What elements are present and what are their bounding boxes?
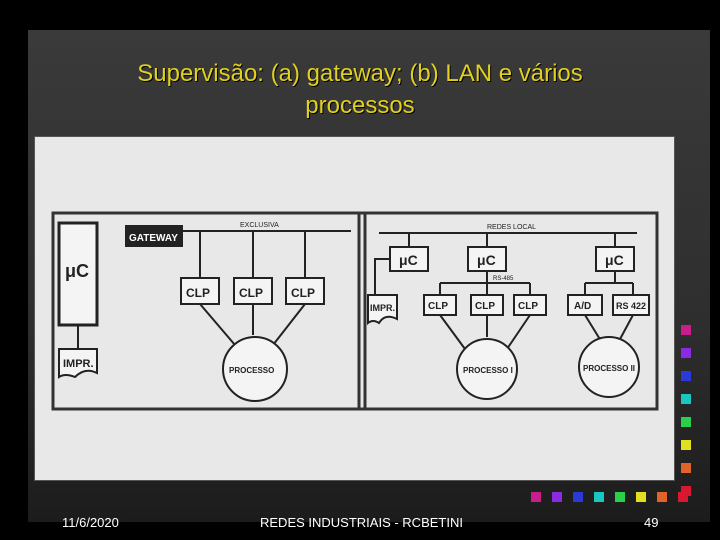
- footer-date: 11/6/2020: [62, 515, 119, 530]
- process-b-2: [578, 336, 640, 398]
- process-b-2-label: PROCESSO II: [583, 364, 635, 373]
- clp-b-3-label: CLP: [518, 301, 538, 312]
- diagram-figure: EXCLUSIVA μC GATEWAY CLP CLP CLP PROCESS…: [34, 136, 675, 481]
- decor-square: [681, 440, 691, 450]
- decor-square: [681, 348, 691, 358]
- gateway-label: GATEWAY: [129, 233, 178, 244]
- decor-square: [657, 492, 667, 502]
- process-a: [222, 336, 288, 402]
- decor-square: [678, 492, 688, 502]
- clp-b-1-label: CLP: [428, 301, 448, 312]
- slide-title: Supervisão: (a) gateway; (b) LAN e vário…: [30, 58, 690, 122]
- decor-square: [681, 463, 691, 473]
- frame-b: [357, 211, 659, 411]
- decor-square: [594, 492, 604, 502]
- decor-square: [531, 492, 541, 502]
- footer-center-text: REDES INDUSTRIAIS - RCBETINI: [260, 515, 463, 530]
- decor-square: [615, 492, 625, 502]
- micro-b-3-label: μC: [605, 252, 624, 268]
- decor-square: [552, 492, 562, 502]
- printer-b-label: IMPR.: [370, 303, 395, 313]
- ad-label: A/D: [574, 301, 591, 312]
- decor-square: [636, 492, 646, 502]
- bus-a-label: EXCLUSIVA: [240, 222, 279, 229]
- decor-square: [681, 417, 691, 427]
- printer-b: [367, 294, 398, 326]
- clp-a-2-label: CLP: [239, 286, 263, 300]
- clp-b-2-label: CLP: [475, 301, 495, 312]
- clp-a-1: [180, 277, 220, 305]
- micro-b-1-label: μC: [399, 252, 418, 268]
- title-line-1: Supervisão: (a) gateway; (b) LAN e vário…: [137, 60, 583, 87]
- process-a-label: PROCESSO: [229, 366, 274, 375]
- decor-square: [573, 492, 583, 502]
- micro-b-2-label: μC: [477, 252, 496, 268]
- footer-page-number: 49: [644, 515, 659, 530]
- rs422-box: [612, 294, 650, 316]
- title-line-2: processos: [305, 92, 415, 119]
- micro-a: [57, 221, 99, 327]
- clp-a-3-label: CLP: [291, 286, 315, 300]
- clp-a-1-label: CLP: [186, 286, 210, 300]
- process-b-1: [456, 338, 518, 400]
- frame-a: [51, 211, 367, 411]
- clp-a-3: [285, 277, 325, 305]
- decor-square: [681, 394, 691, 404]
- diagram-svg: EXCLUSIVA μC GATEWAY CLP CLP CLP PROCESS…: [51, 211, 659, 411]
- printer-a-label: IMPR.: [63, 358, 94, 370]
- decor-square: [681, 486, 691, 496]
- decor-square: [681, 325, 691, 335]
- bus-b-label: REDES LOCAL: [487, 224, 536, 231]
- printer-a: [58, 348, 98, 379]
- sub-bus-b-label: RS-485: [493, 276, 514, 282]
- process-b-1-label: PROCESSO I: [463, 366, 513, 375]
- gateway-box: [125, 225, 183, 247]
- micro-a-label: μC: [65, 261, 89, 281]
- rs422-label: RS 422: [616, 301, 646, 311]
- decor-square: [681, 371, 691, 381]
